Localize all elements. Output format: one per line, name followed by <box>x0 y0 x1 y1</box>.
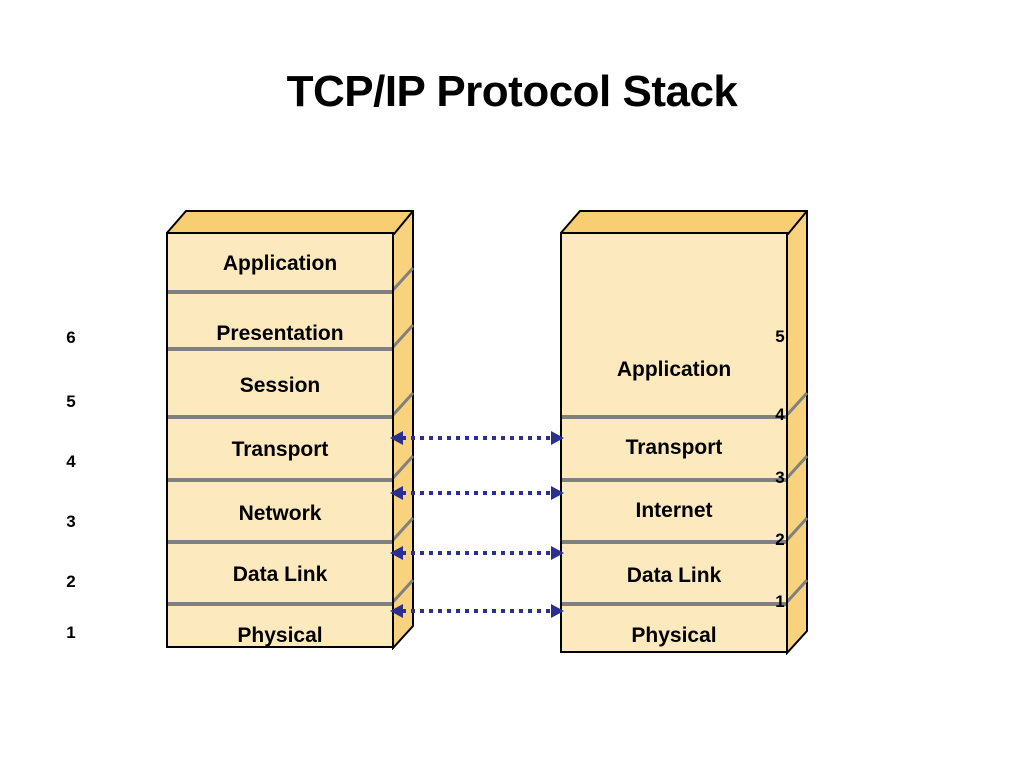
osi-divider-1 <box>168 290 392 294</box>
arrow-right-head-icon <box>551 546 564 560</box>
osi-divider-3 <box>168 415 392 419</box>
arrow-left-head-icon <box>390 604 403 618</box>
osi-layer-application[interactable]: Application <box>222 252 338 275</box>
osi-layer-transport[interactable]: Transport <box>231 438 329 461</box>
tcpip-protocol-stack: Application Transport Internet Data Link… <box>560 210 809 655</box>
connector-transport-transport <box>390 431 564 445</box>
osi-layer-data-link[interactable]: Data Link <box>232 563 328 586</box>
tcpip-layer-number-3: 3 <box>775 468 785 487</box>
arrow-dotted-line <box>402 436 552 440</box>
tcpip-divider-1 <box>562 415 786 419</box>
osi-layer-number-1: 1 <box>66 623 76 642</box>
tcpip-layer-number-2: 2 <box>775 530 785 549</box>
osi-layer-physical[interactable]: Physical <box>237 624 323 647</box>
osi-layer-session[interactable]: Session <box>239 374 321 397</box>
arrow-dotted-line <box>402 491 552 495</box>
tcpip-layer-internet[interactable]: Internet <box>635 499 713 522</box>
connector-datalink-datalink <box>390 546 564 560</box>
arrow-right-head-icon <box>551 486 564 500</box>
tcpip-layer-number-5: 5 <box>775 327 785 346</box>
tcpip-divider-4 <box>562 602 786 606</box>
tcpip-layer-data-link[interactable]: Data Link <box>626 564 722 587</box>
connector-network-internet <box>390 486 564 500</box>
arrow-right-head-icon <box>551 604 564 618</box>
osi-layer-number-4: 4 <box>66 452 76 471</box>
tcpip-layer-application[interactable]: Application <box>616 358 732 381</box>
osi-layer-number-2: 2 <box>66 572 76 591</box>
arrow-dotted-line <box>402 551 552 555</box>
page-title: TCP/IP Protocol Stack <box>286 67 738 116</box>
osi-divider-4 <box>168 478 392 482</box>
arrow-left-head-icon <box>390 431 403 445</box>
tcpip-layer-physical[interactable]: Physical <box>631 624 717 647</box>
tcpip-stack-front-face: Application Transport Internet Data Link… <box>560 232 788 653</box>
osi-stack-side-face <box>392 210 415 650</box>
osi-divider-5 <box>168 540 392 544</box>
osi-layer-network[interactable]: Network <box>238 502 322 525</box>
osi-layer-presentation[interactable]: Presentation <box>216 322 344 345</box>
arrow-right-head-icon <box>551 431 564 445</box>
arrow-left-head-icon <box>390 486 403 500</box>
tcpip-layer-number-4: 4 <box>775 405 785 424</box>
osi-divider-2 <box>168 347 392 351</box>
arrow-left-head-icon <box>390 546 403 560</box>
osi-layer-number-6: 6 <box>66 328 76 347</box>
tcpip-layer-transport[interactable]: Transport <box>625 436 723 459</box>
tcpip-divider-3 <box>562 540 786 544</box>
osi-layer-number-5: 5 <box>66 392 76 411</box>
osi-divider-6 <box>168 602 392 606</box>
osi-protocol-stack: Application Presentation Session Transpo… <box>166 210 415 650</box>
tcpip-layer-number-1: 1 <box>775 592 785 611</box>
connector-physical-physical <box>390 604 564 618</box>
tcpip-divider-2 <box>562 478 786 482</box>
arrow-dotted-line <box>402 609 552 613</box>
osi-layer-number-3: 3 <box>66 512 76 531</box>
osi-stack-front-face: Application Presentation Session Transpo… <box>166 232 394 648</box>
tcpip-stack-side-face <box>786 210 809 655</box>
